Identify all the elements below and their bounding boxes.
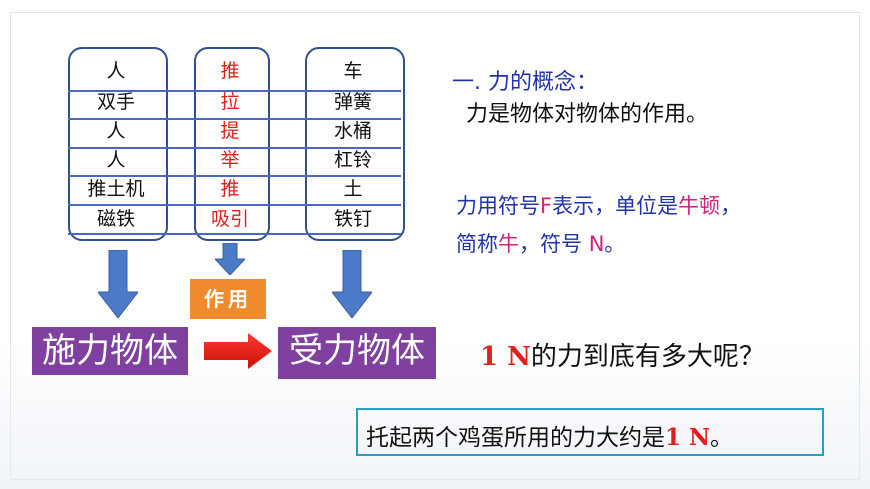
down-arrow-icon [98, 250, 138, 318]
interaction-tag: 作用 [190, 279, 266, 319]
row-line [68, 175, 401, 177]
abbr-symbol: N [588, 232, 605, 256]
abbr-text: 简称 [456, 232, 498, 256]
receiver-cell: 弹簧 [333, 91, 372, 113]
action-cell: 推 [220, 60, 240, 82]
row-line [68, 90, 401, 92]
symbol-text: 力用符号 [456, 194, 540, 218]
doer-cell: 双手 [96, 91, 135, 113]
receiver-cell: 水桶 [333, 120, 372, 142]
symbol-line: 力用符号F表示，单位是牛顿， [456, 190, 741, 220]
definition-text: 力是物体对物体的作用。 [466, 102, 709, 127]
doer-cell: 磁铁 [96, 208, 135, 230]
action-cell: 拉 [220, 91, 240, 113]
symbol-text: ， [720, 194, 742, 218]
receiving-object-label: 受力物体 [278, 327, 436, 379]
answer-line: 托起两个鸡蛋所用的力大约是1 N。 [366, 418, 733, 452]
receiver-cell: 铁钉 [333, 208, 372, 230]
abbr-text: ，符号 [519, 232, 589, 256]
concept-heading: 一. 力的概念： [452, 70, 598, 95]
receiver-cell: 车 [343, 60, 363, 82]
symbol-F: F [540, 194, 553, 218]
down-arrow-icon [215, 243, 245, 275]
abbr-line: 简称牛，符号 N。 [456, 228, 625, 258]
action-cell: 提 [220, 120, 240, 142]
receiver-column-box [305, 47, 405, 241]
exerting-object-label: 施力物体 [32, 327, 188, 375]
abbr-text: 。 [604, 232, 626, 256]
row-line [68, 233, 401, 235]
row-line [68, 147, 401, 149]
action-cell: 举 [220, 149, 240, 171]
doer-cell: 推土机 [87, 178, 145, 200]
row-line [68, 204, 401, 206]
doer-cell: 人 [106, 60, 126, 82]
doer-cell: 人 [106, 120, 126, 142]
concept-definition: 力是物体对物体的作用。 [444, 98, 734, 132]
doer-cell: 人 [106, 149, 126, 171]
symbol-text: 表示，单位是 [552, 194, 679, 218]
question-value: 1 N [480, 342, 531, 372]
action-cell: 吸引 [210, 208, 249, 230]
receiver-cell: 杠铃 [333, 149, 372, 171]
question-text: 的力到底有多大呢？ [530, 342, 765, 372]
row-line [68, 118, 401, 120]
question-line: 1 N的力到底有多大呢？ [480, 336, 765, 373]
action-cell: 推 [220, 178, 240, 200]
answer-box [356, 408, 824, 456]
doer-column-box [68, 47, 168, 241]
answer-value: 1 N [665, 424, 711, 451]
action-column-box [194, 47, 270, 241]
answer-text: 托起两个鸡蛋所用的力大约是 [366, 425, 665, 451]
receiver-cell: 土 [343, 178, 363, 200]
down-arrow-icon [332, 250, 372, 318]
abbr-unit: 牛 [498, 232, 519, 256]
answer-text: 。 [710, 425, 734, 451]
unit-name: 牛顿 [678, 194, 721, 218]
right-arrow-icon [204, 333, 272, 369]
